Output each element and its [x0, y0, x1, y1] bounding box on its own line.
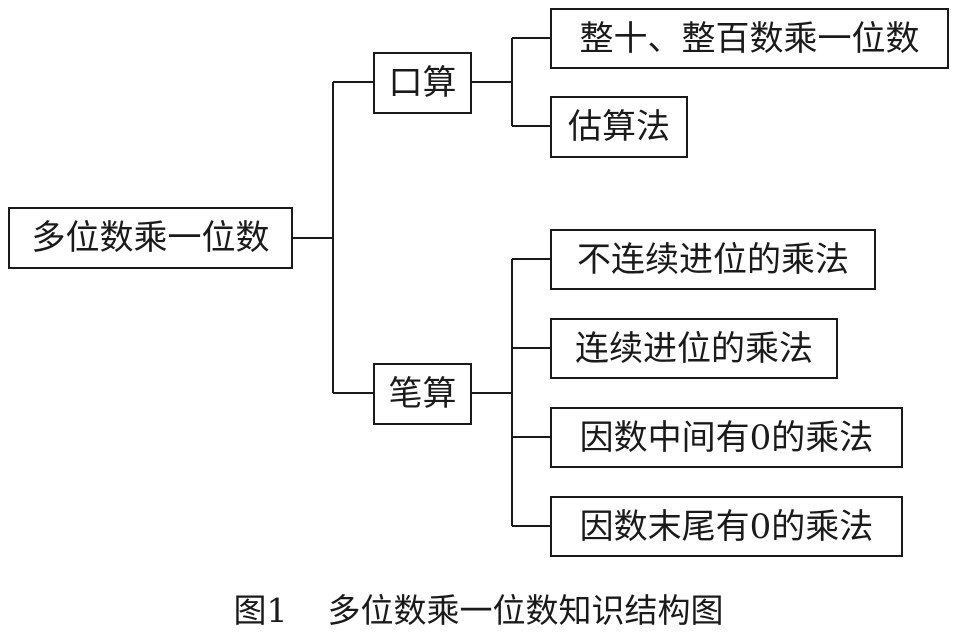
branch-node-written: 笔算: [373, 363, 472, 425]
figure-caption: 图1 多位数乘一位数知识结构图: [0, 584, 957, 632]
branch-node-label: 口算: [388, 63, 457, 103]
connector-lines: [292, 37, 551, 527]
leaf-node-written-1: 不连续进位的乘法: [550, 229, 876, 290]
root-node: 多位数乘一位数: [8, 207, 293, 269]
root-node-label: 多位数乘一位数: [31, 218, 270, 258]
figure-title: 多位数乘一位数知识结构图: [327, 591, 724, 630]
leaf-node-label: 不连续进位的乘法: [577, 239, 849, 280]
leaf-node-written-4: 因数末尾有0的乘法: [550, 496, 903, 557]
leaf-node-label: 整十、整百数乘一位数: [579, 18, 920, 59]
figure-number: 图1: [233, 591, 288, 630]
branch-node-mental: 口算: [373, 52, 472, 114]
branch-node-label: 笔算: [388, 374, 457, 414]
leaf-node-label: 估算法: [568, 107, 670, 147]
leaf-node-written-2: 连续进位的乘法: [550, 318, 838, 379]
leaf-node-label: 因数末尾有0的乘法: [579, 506, 874, 547]
leaf-node-written-3: 因数中间有0的乘法: [550, 407, 903, 468]
leaf-node-mental-2: 估算法: [550, 96, 688, 158]
leaf-node-mental-1: 整十、整百数乘一位数: [550, 8, 949, 69]
leaf-node-label: 因数中间有0的乘法: [579, 417, 874, 458]
leaf-node-label: 连续进位的乘法: [575, 328, 813, 369]
